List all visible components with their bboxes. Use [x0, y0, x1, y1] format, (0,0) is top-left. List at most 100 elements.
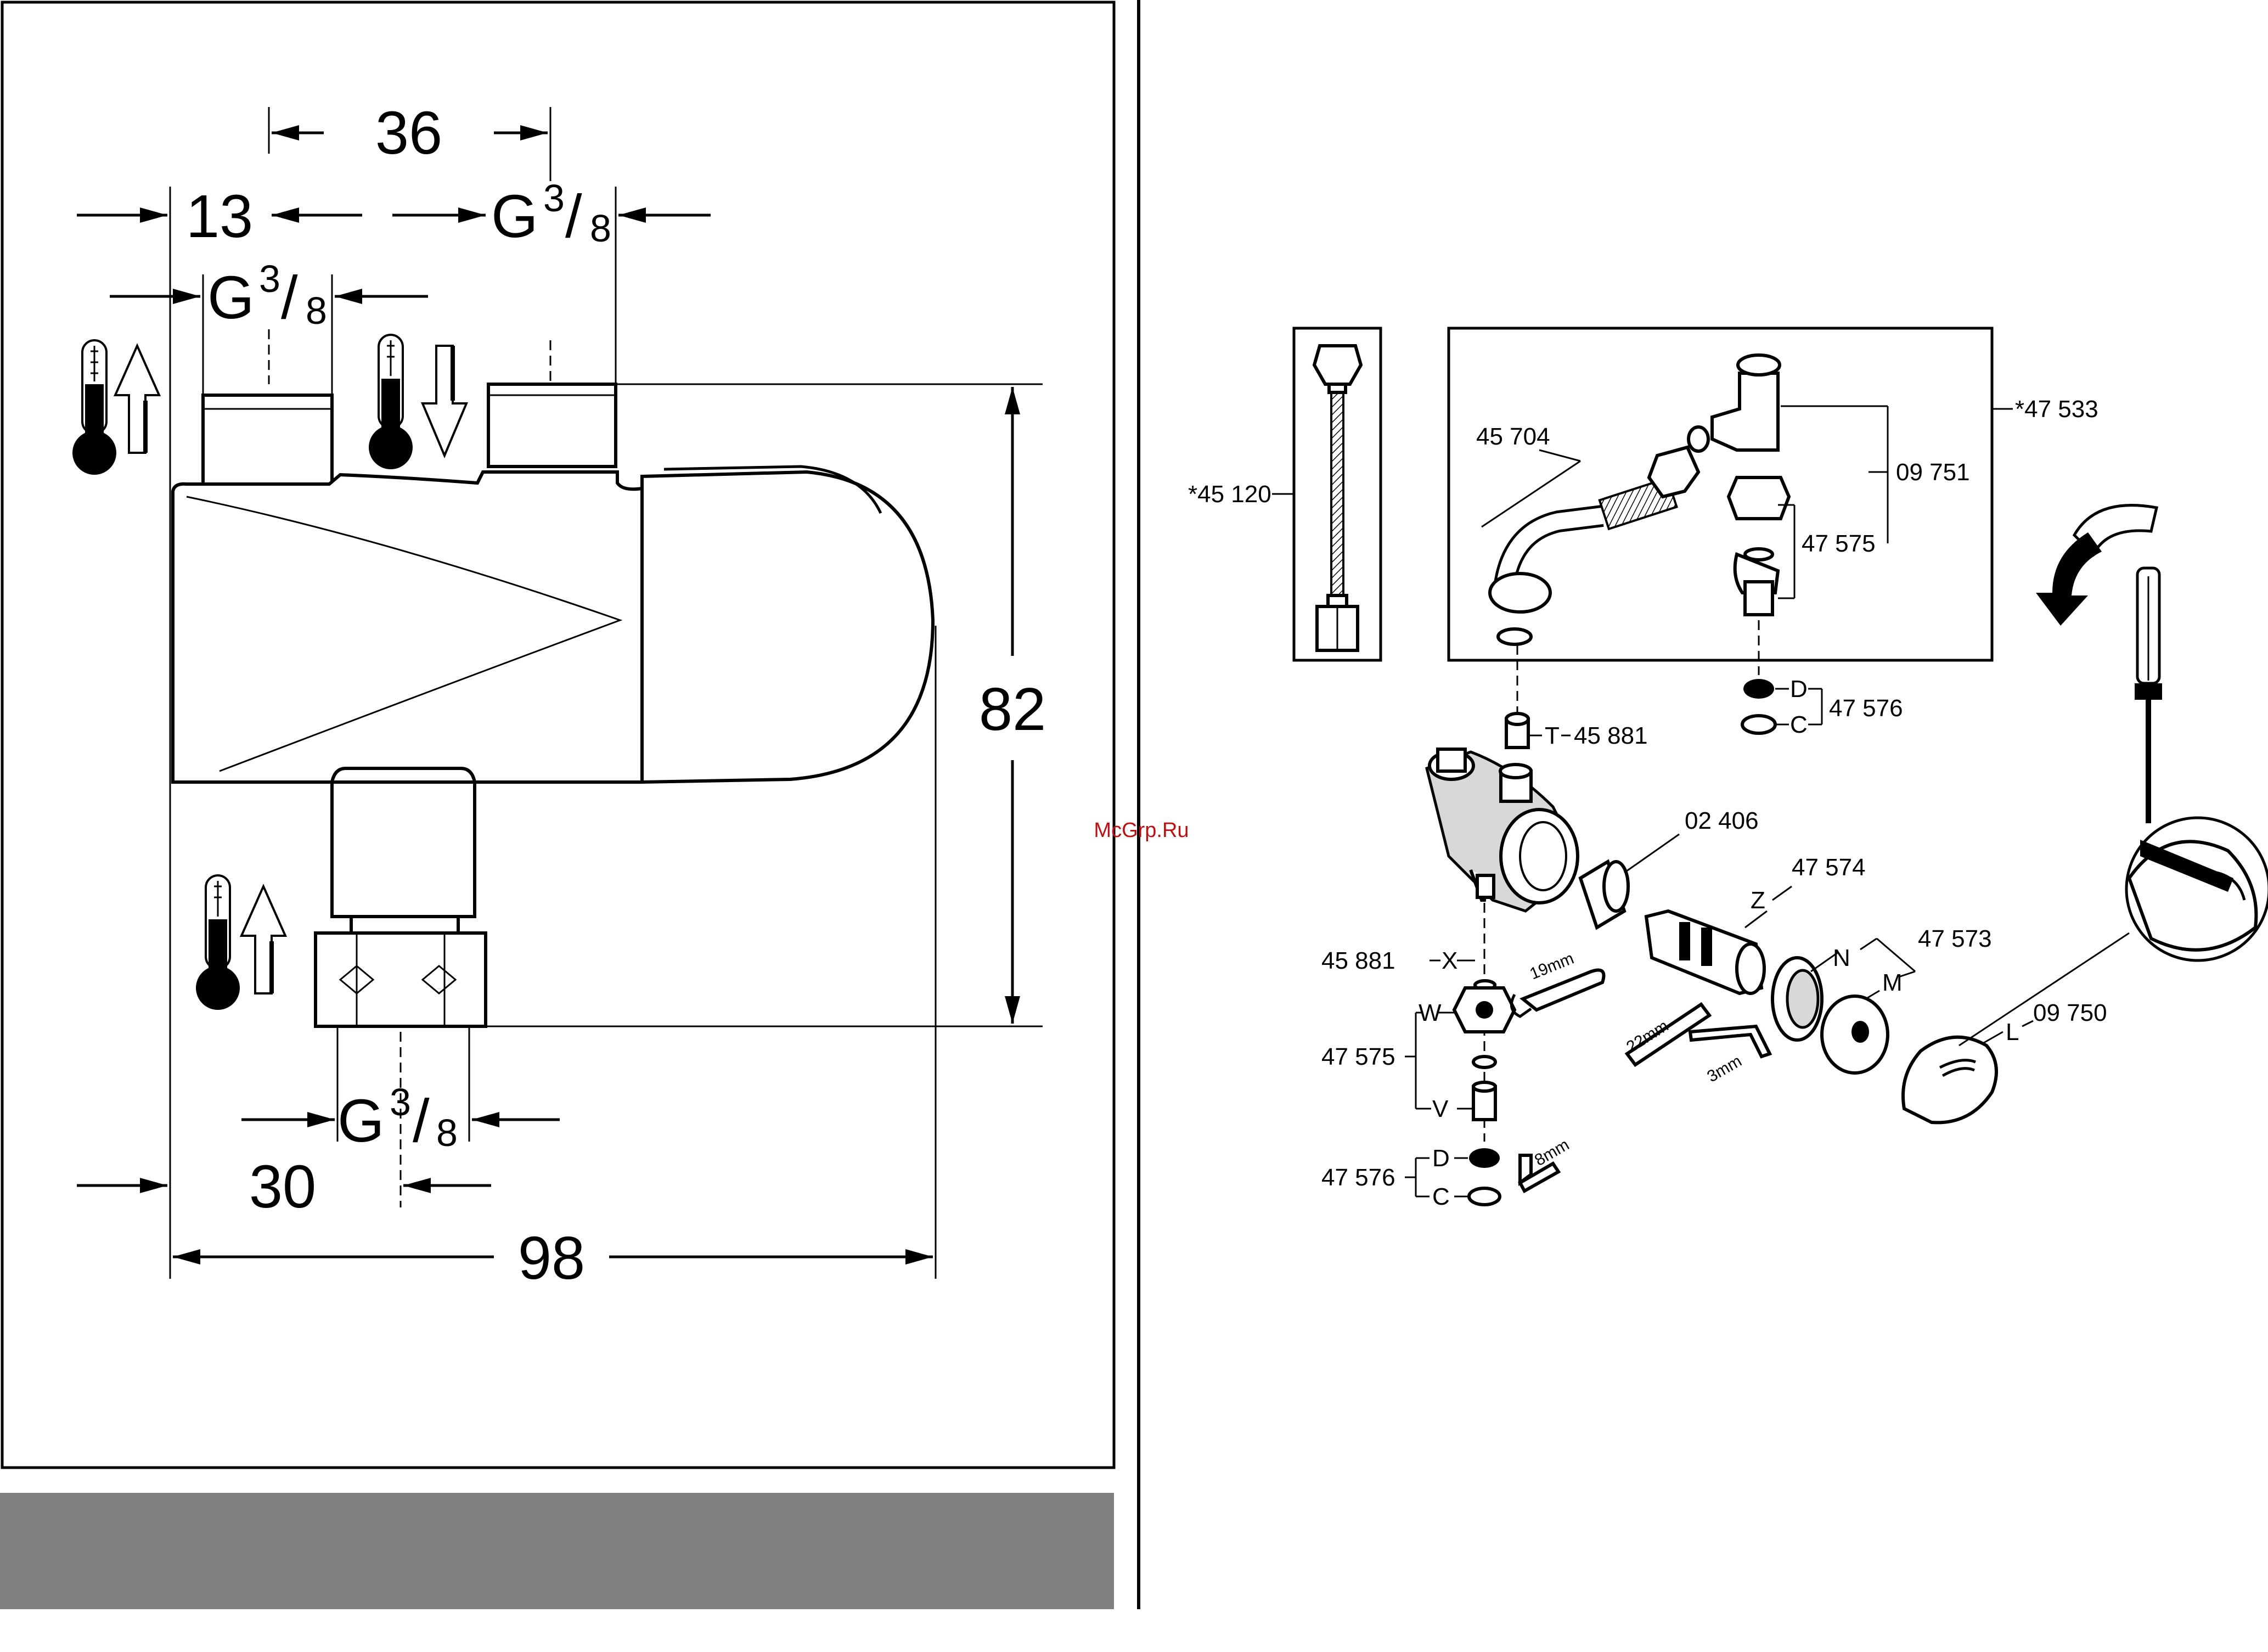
cap-m: [1822, 996, 1888, 1073]
dim-98-label: 98: [518, 1224, 585, 1292]
arrow-head: [307, 1112, 335, 1127]
left-panel: [0, 2, 1114, 1609]
outlet-collar: [351, 917, 458, 933]
part-label-47574: 47 574: [1792, 854, 1866, 881]
letter-v: V: [1432, 1095, 1449, 1122]
tool-label-3mm: 3mm: [1704, 1052, 1744, 1086]
thermometer-hot-icon: [72, 340, 116, 475]
thread-label-top-left: G: [207, 264, 255, 331]
tool-label-19mm: 19mm: [1527, 949, 1577, 984]
letter-t: T: [1545, 722, 1560, 749]
leader-line: [1860, 939, 1877, 949]
leader-line: [1984, 1032, 2003, 1043]
sleeve-02406: [1580, 862, 1628, 928]
valve-body-exploded: [1427, 749, 1578, 911]
thread-num: 3: [543, 177, 565, 220]
arrow-head: [1005, 996, 1020, 1024]
thread-label-bottom: G: [337, 1087, 385, 1155]
check-valve-top: [1473, 1082, 1495, 1091]
thermometer-hot-icon: [369, 335, 413, 469]
arrow-down-icon: [423, 346, 466, 456]
washer-d: [1469, 1148, 1500, 1168]
leader-line: [1624, 834, 1679, 873]
valve-body: [173, 472, 642, 782]
arrow-up-icon: [115, 346, 159, 453]
part-label-09751: 09 751: [1896, 459, 1970, 486]
outlet-thread-top: [488, 384, 616, 467]
outlet-stem: [332, 782, 475, 917]
letter-d: D: [1432, 1145, 1450, 1172]
arrow-head: [1005, 387, 1020, 414]
part-label-47533: *47 533: [2015, 396, 2098, 423]
letter-c: C: [1432, 1183, 1450, 1210]
arrow-head: [272, 207, 299, 223]
leader-line: [2022, 1021, 2033, 1026]
fraction-slash: /: [413, 1087, 430, 1155]
dim-30-label: 30: [249, 1153, 316, 1221]
part-label-47575-top: 47 575: [1802, 530, 1876, 557]
handle-knob: [1903, 1037, 1996, 1123]
flexible-hose-icon: [1314, 346, 1361, 650]
part-label-47573: 47 573: [1918, 925, 1992, 952]
letter-l: L: [2006, 1019, 2019, 1046]
footer-bar: [0, 1493, 1114, 1609]
wrench-icon: [1511, 970, 1603, 1017]
letter-m: M: [1882, 969, 1903, 996]
arrow-head: [173, 1249, 200, 1265]
letter-d: D: [1790, 676, 1808, 703]
arrow-head: [520, 125, 548, 141]
arrow-head: [335, 289, 362, 304]
letter-x: X: [1442, 947, 1457, 974]
part-label-45704: 45 704: [1476, 423, 1550, 450]
letter-c: C: [1790, 711, 1808, 738]
exploded-parts-diagram: *45 120 *47 533 45 704 09 751: [1188, 328, 2268, 1210]
thread-den: 8: [436, 1111, 458, 1154]
thermostatic-cartridge: [1646, 911, 1764, 993]
arrow-head: [272, 125, 299, 141]
part-label-45881-x: 45 881: [1321, 947, 1395, 974]
dim-82-label: 82: [979, 676, 1046, 743]
washer-c: [1469, 1188, 1500, 1205]
o-ring: [1473, 1057, 1495, 1067]
connector-t-top: [1506, 713, 1528, 724]
leader-line: [1772, 886, 1792, 900]
leader-line: [1539, 450, 1580, 461]
control-knob: [642, 472, 933, 782]
arrow-head: [458, 207, 486, 223]
washer-c: [1742, 716, 1775, 733]
thread-label-top-right: G: [491, 183, 538, 250]
part-label-45120: *45 120: [1188, 481, 1271, 508]
leader-line: [1866, 991, 1879, 999]
arrow-head: [140, 1178, 167, 1193]
screwdriver-icon: [2135, 568, 2162, 823]
leader-line: [1877, 939, 1915, 971]
fraction-slash: /: [281, 264, 298, 331]
part-label-09750: 09 750: [2033, 999, 2107, 1026]
hex-key-icon: [1690, 1026, 1770, 1057]
adjusting-ring: [1772, 958, 1822, 1040]
arrow-head: [905, 1249, 933, 1265]
arrow-head: [403, 1178, 431, 1193]
washer-d: [1743, 679, 1774, 699]
arrow-head: [140, 207, 167, 223]
part-label-47576-bottom: 47 576: [1321, 1164, 1395, 1191]
letter-z: Z: [1751, 887, 1765, 914]
tee-fitting-icon: [1689, 355, 1789, 615]
part-label-02406: 02 406: [1685, 807, 1759, 834]
part-label-47576-top: 47 576: [1829, 695, 1903, 722]
letter-n: N: [1833, 945, 1850, 971]
thread-num: 3: [259, 257, 280, 300]
dimension-drawing: 36 13 G 3 / 8 G 3 / 8: [72, 99, 1046, 1292]
fraction-slash: /: [565, 183, 582, 250]
arrow-head: [618, 207, 646, 223]
letter-w: W: [1419, 999, 1442, 1026]
watermark: McGrp.Ru: [1094, 819, 1189, 842]
arrow-up-icon: [241, 886, 285, 993]
part-label-45881-t: 45 881: [1574, 722, 1648, 749]
arrow-head: [173, 289, 200, 304]
arrow-head: [472, 1112, 499, 1127]
thermometer-hot-icon: [196, 875, 240, 1010]
part-label-47575-bottom: 47 575: [1321, 1043, 1395, 1070]
dim-36-label: 36: [375, 99, 442, 167]
elbow-pipe-icon: [1490, 447, 1698, 644]
